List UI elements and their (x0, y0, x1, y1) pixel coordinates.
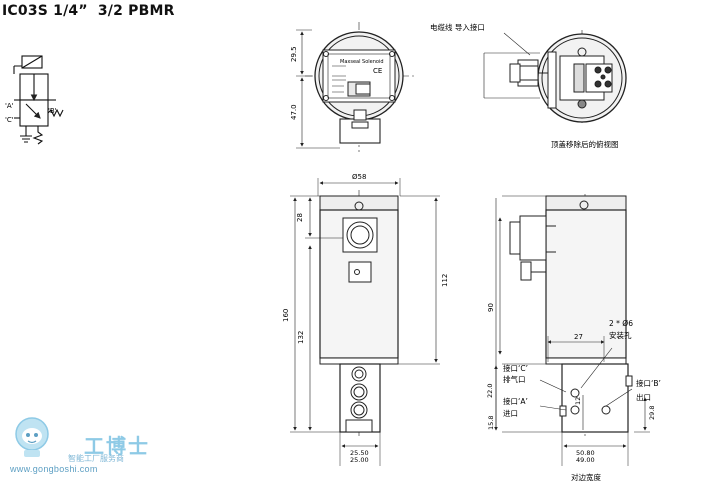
dim-27: 27 (574, 333, 583, 341)
dim-47-0: 47.0 (290, 104, 298, 120)
port-a-inlet: 进口 (503, 409, 518, 418)
watermark-subtitle: 智能工厂服务商 (68, 454, 124, 463)
dim-29-5: 29.5 (290, 46, 298, 62)
mounting-hole-dim: 2 * Ø6 (609, 319, 633, 328)
dim-diameter-58: Ø58 (352, 173, 366, 181)
dim-12: 12 (574, 397, 582, 405)
dim-49-00: 49.00 (576, 456, 595, 464)
watermark-name: 工博士 (84, 434, 150, 458)
dim-28: 28 (296, 213, 304, 222)
dim-90: 90 (487, 303, 495, 312)
port-a-label: 接口‘A’ (503, 396, 528, 406)
mounting-hole-label: 安装孔 (609, 330, 632, 340)
side-view (494, 194, 650, 466)
dim-160: 160 (282, 309, 290, 322)
front-view (290, 178, 440, 466)
port-b-outlet: 出口 (636, 392, 651, 402)
dim-22: 22.0 (486, 384, 494, 398)
dim-112: 112 (441, 274, 449, 287)
page-title: IC03S 1/4” 3/2 PBMR (2, 3, 175, 19)
valve-symbol (13, 55, 64, 145)
dim-29-8: 29.8 (648, 406, 656, 420)
dim-50-80: 50.80 (576, 449, 595, 457)
cover-removed-view (483, 30, 627, 126)
dim-132: 132 (297, 331, 305, 344)
robot-logo-icon (15, 417, 49, 457)
symbol-port-b: 'B' (48, 107, 57, 115)
port-c-label: 接口‘C’ (503, 363, 528, 373)
dim-25-00: 25.00 (350, 456, 369, 464)
port-c-exhaust: 排气口 (503, 374, 526, 384)
watermark: 工博士 智能工厂服务商 www.gongboshi.com (10, 412, 160, 474)
cover-removed-caption: 顶盖移除后的俯视图 (551, 139, 619, 149)
top-view (296, 22, 414, 152)
top-view-plate-brand: Maxseal Solenoid (340, 59, 384, 65)
dim-25-50: 25.50 (350, 449, 369, 457)
across-flats-caption: 对边宽度 (571, 472, 601, 482)
cable-entry-label: 电缆线 导入接口 (430, 22, 485, 32)
watermark-url: www.gongboshi.com (10, 464, 98, 474)
symbol-port-c: 'C' (5, 116, 14, 124)
top-view-plate-ce: CE (373, 67, 382, 75)
symbol-port-a: 'A' (5, 102, 14, 110)
port-b-label: 接口‘B’ (636, 378, 661, 388)
dim-15-8: 15.8 (487, 416, 495, 430)
